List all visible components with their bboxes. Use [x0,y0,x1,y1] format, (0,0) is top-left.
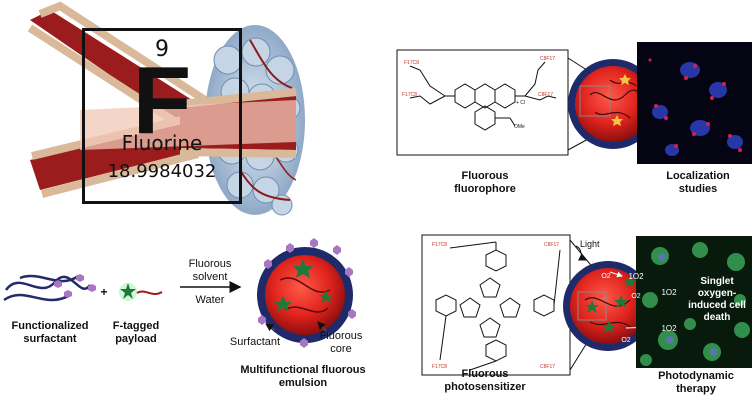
fluorophore-structure-box [396,49,569,156]
light-label: Light [580,239,600,249]
fluorophore-structure [409,61,557,131]
ps-substituent-4: C8F17 [540,364,556,370]
core-pointer-label: Fluorous core [319,330,363,355]
payload-caption: F-tagged payload [112,320,160,345]
core-pointer [317,321,331,336]
plus-sign: + [100,285,108,299]
counter-ion: + Cl [516,100,526,106]
ps-substituent-3: F17C8 [432,364,448,370]
blood-vessel [27,1,297,198]
fluorophore-substituent-1: F17C8 [404,60,420,66]
ps-substituent-1: F17C8 [432,242,448,248]
singlet-o2-label-3: 1O2 [661,324,677,333]
singlet-o2-label-2: 1O2 [661,288,677,297]
singlet-o2-label-1: 1O2 [628,272,644,281]
f-tagged-payload-illustration [119,283,163,301]
localization-caption: Localization studies [666,170,730,195]
photosensitizer-structure-box [421,234,571,376]
surfactant-caption: Functionalized surfactant [11,320,89,345]
photosensitizer-droplet [563,261,657,351]
element-symbol: F [132,47,192,154]
emulsion-droplet [257,238,356,348]
o2-label-3: O2 [621,337,631,344]
surfactant-pointer-label: Surfactant [229,336,281,348]
photosensitizer-structure [435,241,561,371]
arrow-bottom-label: Water [195,294,225,306]
surfactant-pointer [265,323,276,332]
localization-image [637,42,752,164]
o2-label-1: O2 [601,273,611,280]
fluorophore-droplet [568,59,658,149]
atomic-mass: 18.9984032 [107,161,217,182]
ps-substituent-2: C8F17 [544,242,560,248]
element-name: Fluorine [121,131,203,155]
emulsion-caption: Multifunctional fluorous emulsion [240,364,366,389]
fluorophore-substituent-2: F17C8 [402,92,418,98]
functionalized-surfactant-illustration [3,274,96,302]
atomic-number: 9 [155,37,169,62]
fluorophore-caption: Fluorous fluorophore [454,170,516,195]
photosensitizer-caption: Fluorous photosensitizer [444,368,526,393]
ester-group: OMe [514,124,525,130]
fluorophore-substituent-3: C8F17 [540,56,556,62]
arrow-top-label: Fluorous solvent [188,258,232,283]
light-arrow [575,245,587,261]
pdt-image [636,236,752,368]
pdt-caption: Photodynamic therapy [658,370,734,395]
pdt-inset-text: Singlet oxygen-induced cell death [688,276,746,323]
o2-label-2: O2 [631,293,641,300]
fluorophore-substituent-4: C8F17 [538,92,554,98]
periodic-element-box: 9 F Fluorine 18.9984032 [82,28,242,204]
